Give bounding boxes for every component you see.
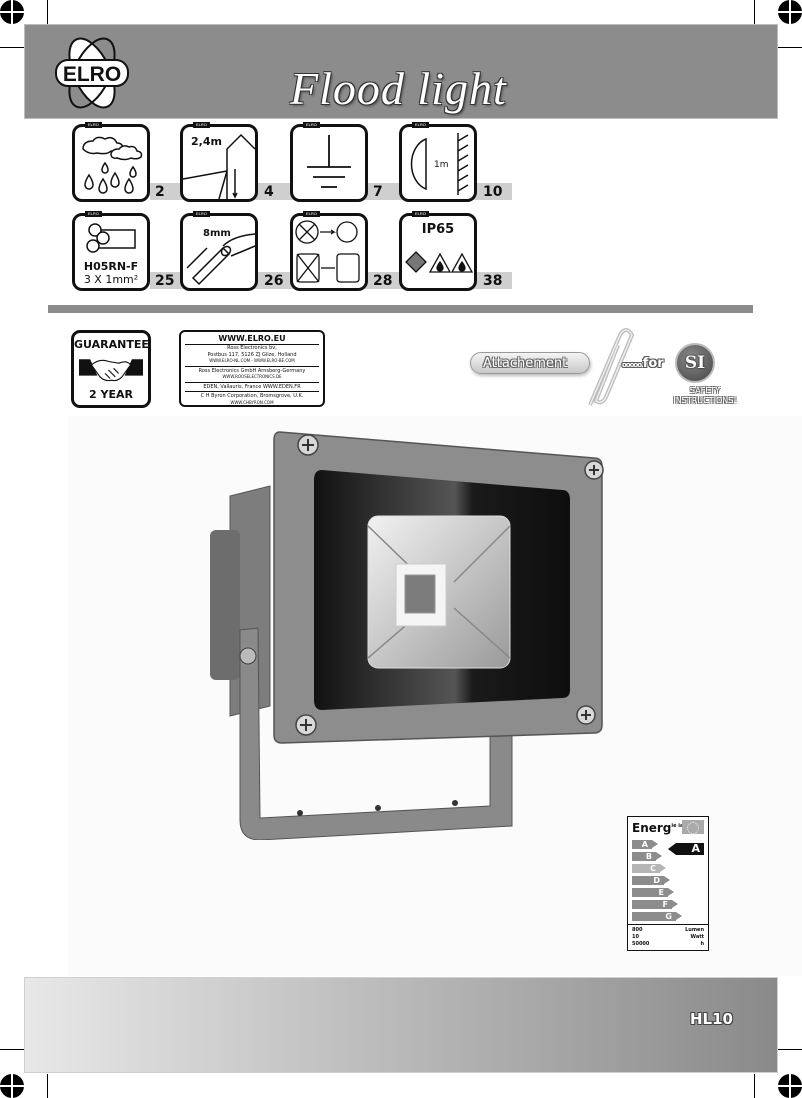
attachment-tab: Attachement <box>470 352 590 374</box>
guarantee-badge: GUARANTEE 2 YEAR <box>71 330 151 408</box>
for-text: ooooo.for <box>622 356 664 371</box>
energy-class-e: E <box>632 888 674 897</box>
page-number: 26 <box>264 273 284 289</box>
page-number: 4 <box>264 184 274 200</box>
crop-line <box>47 0 48 24</box>
svg-text:ELRO: ELRO <box>63 63 121 86</box>
svg-text:2,4m: 2,4m <box>191 135 222 148</box>
flood-light-image <box>210 431 604 840</box>
footer-band <box>24 977 778 1073</box>
page-number: 10 <box>483 184 503 200</box>
mounting-height-icon: ELRO 2,4m <box>180 122 258 202</box>
energy-class-f: F <box>632 900 678 909</box>
crop-line <box>0 47 24 48</box>
page-number: 25 <box>155 273 175 289</box>
handshake-icon <box>78 359 144 382</box>
energy-class-d: D <box>632 876 670 885</box>
registration-mark-tr <box>778 0 802 24</box>
rain-icon: ELRO <box>72 122 150 202</box>
energy-class-b: B <box>632 852 662 861</box>
ground-icon: ELRO <box>290 122 368 202</box>
glass-replace-icon: ELRO <box>290 211 368 291</box>
energy-class-a: A <box>632 840 658 849</box>
cable-diameter-icon: ELRO 8mm <box>180 211 258 291</box>
page-title: Flood light <box>290 63 507 114</box>
distance-icon: ELRO 1m <box>399 122 477 202</box>
contact-address-box: WWW.ELRO.EU Ross Electronics bv, Postbus… <box>179 330 325 407</box>
paperclip-icon <box>588 328 635 406</box>
website-link[interactable]: WWW.ELRO.EU <box>185 334 319 345</box>
model-number: HL10 <box>690 1010 733 1028</box>
safety-instructions-text: SAFETY INSTRUCTIONS! <box>673 386 737 405</box>
section-divider <box>48 305 753 313</box>
elro-logo-icon: ELRO <box>55 37 129 109</box>
page-number: 2 <box>155 184 165 200</box>
cable-icon: ELRO H05RN-F 3 X 1mm² <box>72 211 150 291</box>
crop-line <box>778 47 802 48</box>
crop-line <box>47 1074 48 1098</box>
page-number: 7 <box>373 184 383 200</box>
svg-text:1m: 1m <box>434 160 449 170</box>
svg-text:8mm: 8mm <box>203 228 231 239</box>
crop-line <box>778 1049 802 1050</box>
crop-line <box>754 1074 755 1098</box>
crop-line <box>754 0 755 24</box>
ip-rating-icon: ELRO IP65 <box>399 211 477 291</box>
page-number: 28 <box>373 273 393 289</box>
energy-class-g: G <box>632 912 682 921</box>
energy-class-c: C <box>632 864 666 873</box>
registration-mark-bl <box>0 1074 24 1098</box>
registration-mark-tl <box>0 0 24 24</box>
energy-rating-arrow: A <box>668 843 704 855</box>
registration-mark-br <box>778 1074 802 1098</box>
page-number: 38 <box>483 273 503 289</box>
si-badge-icon: SI <box>675 343 715 383</box>
eu-flag-icon <box>682 820 704 834</box>
crop-line <box>0 1049 24 1050</box>
header-band <box>24 24 778 119</box>
